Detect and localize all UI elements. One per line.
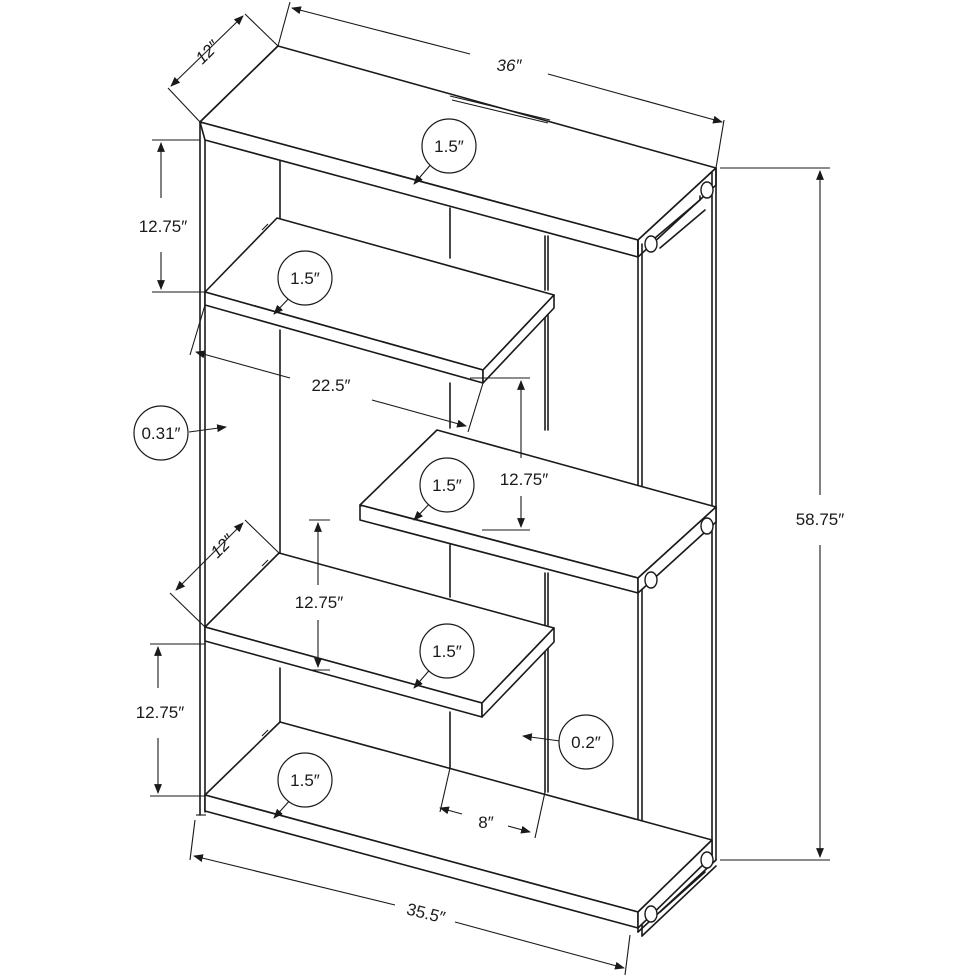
- svg-text:0.2″: 0.2″: [571, 733, 601, 752]
- bolt-icon: [700, 181, 714, 199]
- bottom-panel: [204, 721, 713, 929]
- svg-text:1.5″: 1.5″: [432, 642, 462, 661]
- label-gap-2: 12.75″: [500, 470, 549, 489]
- svg-text:1.5″: 1.5″: [432, 476, 462, 495]
- label-gap-3: 12.75″: [295, 593, 344, 612]
- svg-text:0.31″: 0.31″: [141, 424, 180, 443]
- callout-shelf-lower: 1.5″: [419, 623, 475, 679]
- bolt-icon: [644, 235, 658, 253]
- callout-glass-side: 0.31″: [133, 405, 189, 461]
- label-bottom-width: 35.5″: [405, 900, 448, 928]
- label-gap-1: 12.75″: [139, 217, 188, 236]
- svg-text:1.5″: 1.5″: [290, 771, 320, 790]
- thickness-callouts: 1.5″ 1.5″ 0.31″ 1.5″ 1.5″ 0.2″ 1.5″: [133, 118, 614, 808]
- bolt-icon: [700, 517, 714, 535]
- label-shelf-length: 22.5″: [311, 376, 350, 395]
- callout-bottom: 1.5″: [277, 752, 333, 808]
- fittings: [644, 181, 714, 923]
- label-top-width: 36″: [497, 56, 523, 75]
- callout-shelf-upper: 1.5″: [277, 250, 333, 306]
- dimension-lines: [150, 1, 830, 976]
- label-divider-offset: 8″: [478, 813, 493, 832]
- shelf-upper-left: [204, 217, 555, 384]
- left-glass-panel: [196, 45, 281, 816]
- label-shelf-depth: 12″: [207, 530, 239, 562]
- shelf-middle-right: [359, 429, 717, 594]
- label-total-height: 58.75″: [796, 510, 845, 529]
- label-top-depth: 12″: [192, 36, 224, 68]
- bolt-icon: [700, 851, 714, 869]
- callout-shelf-middle: 1.5″: [419, 457, 475, 513]
- bolt-icon: [644, 571, 658, 589]
- callout-back-panel: 0.2″: [558, 714, 614, 770]
- shelf-lower-left: [204, 552, 555, 718]
- svg-text:1.5″: 1.5″: [434, 137, 464, 156]
- label-gap-4: 12.75″: [136, 703, 185, 722]
- bolt-icon: [644, 905, 658, 923]
- callout-top: 1.5″: [421, 118, 477, 174]
- back-structure: [279, 159, 549, 793]
- svg-text:1.5″: 1.5″: [290, 269, 320, 288]
